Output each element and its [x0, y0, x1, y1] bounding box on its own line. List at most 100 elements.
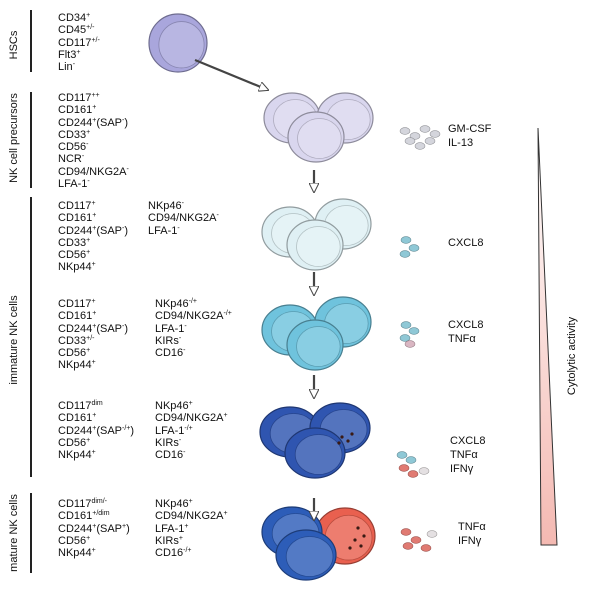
marker-expression: -	[86, 141, 89, 149]
marker-name: (SAP	[96, 116, 123, 129]
marker-name: Flt3	[58, 48, 77, 61]
marker-name: NKp44	[58, 359, 92, 372]
marker-expression: -	[181, 200, 184, 207]
marker-expression: +	[92, 412, 97, 420]
marker-name: (SAP	[96, 322, 123, 335]
marker-expression: +	[91, 449, 96, 457]
marker: CD244+(SAP-)	[58, 225, 128, 237]
cytokine-dot	[424, 137, 436, 145]
marker-expression: +	[86, 347, 91, 355]
marker: CD94/NKG2A-	[58, 166, 129, 178]
marker: KIRs+	[155, 535, 228, 547]
marker-expression: +	[86, 236, 91, 244]
marker: LFA-1-	[58, 178, 129, 190]
immature-3-cell	[284, 427, 346, 479]
marker-expression: +	[223, 510, 228, 518]
marker: CD34+	[58, 12, 100, 24]
marker-expression: +	[91, 547, 96, 555]
marker-expression: +	[91, 298, 96, 305]
marker-name: NCR	[58, 153, 82, 166]
marker: NKp44+	[58, 547, 130, 559]
cytokine: TNFα	[450, 449, 478, 461]
immature-1-cell	[286, 219, 344, 271]
marker-expression: -	[72, 61, 76, 69]
cytokine-dot	[409, 132, 421, 140]
marker-name: (SAP	[96, 224, 123, 237]
precursor-cell	[287, 111, 345, 163]
immature-3-markers-right: NKp46+CD94/NKG2A+LFA-1-/+KIRs-CD16-	[155, 400, 228, 461]
marker: KIRs-	[155, 437, 228, 449]
marker: CD56+	[58, 437, 134, 449]
marker-name: NKp44	[58, 449, 92, 462]
marker-expression: +	[86, 128, 91, 136]
marker-expression: +/-	[86, 24, 95, 32]
marker-expression: +	[92, 322, 97, 330]
immature-1-markers-left: CD117+CD161+CD244+(SAP-)CD33+CD56+NKp44+	[58, 200, 128, 274]
cytokine-dot	[404, 137, 416, 145]
marker-expression: +	[91, 200, 96, 207]
granule	[353, 538, 357, 542]
marker-name: KIRs	[155, 436, 179, 449]
marker: CD161+/dim	[58, 510, 130, 522]
cytokine-dot	[408, 327, 420, 335]
marker-expression: -	[183, 347, 186, 355]
marker-name: CD56	[58, 436, 87, 449]
cytokine-dot	[399, 334, 411, 342]
marker-name: CD33	[58, 334, 87, 347]
marker-expression: +	[92, 104, 97, 112]
marker: CD56+	[58, 535, 130, 547]
marker-expression: -/+	[122, 424, 131, 432]
marker-name: CD34	[58, 12, 87, 24]
marker: CD16-	[155, 449, 228, 461]
marker: CD16-	[155, 347, 232, 359]
granule	[356, 526, 360, 530]
marker: CD117dim	[58, 400, 134, 412]
marker: CD94/NKG2A+	[155, 412, 228, 424]
cytokine-dot	[414, 142, 426, 150]
cytokine-dot	[426, 530, 438, 538]
marker-name: NKp44	[58, 547, 92, 560]
marker-expression: -/+	[184, 424, 193, 432]
marker: CD16-/+	[155, 547, 228, 559]
marker-expression: +	[86, 534, 91, 542]
marker-name: KIRs	[155, 334, 179, 347]
mature-cell	[275, 529, 337, 581]
marker-name: )	[124, 322, 129, 335]
marker-name: CD94/NKG2A	[148, 212, 217, 225]
arrow-hsc-to-precursor	[194, 58, 268, 90]
cytokine-dot	[400, 236, 412, 244]
immature-2-cell	[286, 319, 344, 371]
marker-expression: +	[86, 436, 91, 444]
marker-expression: -/+	[188, 298, 198, 305]
cytokine-dot	[410, 536, 422, 544]
marker: CD161+	[58, 212, 128, 224]
marker-name: CD244	[58, 322, 93, 335]
cytokine-dot	[429, 130, 441, 138]
marker: Lin-	[58, 61, 100, 73]
stage-bracket-immature-nk	[30, 197, 32, 477]
marker-name: LFA-1	[148, 224, 178, 237]
marker-expression: +	[184, 522, 189, 530]
marker-name: LFA-1	[58, 178, 88, 191]
marker-name: CD16	[155, 449, 184, 462]
marker-expression: +	[92, 424, 97, 432]
marker-name: CD16	[155, 347, 184, 360]
marker-name: NKp44	[58, 261, 92, 274]
marker: CD161+	[58, 104, 129, 116]
marker: NKp44+	[58, 261, 128, 273]
marker-name: CD56	[58, 141, 87, 154]
marker: CD161+	[58, 310, 128, 322]
marker: KIRs-	[155, 335, 232, 347]
marker: NCR-	[58, 153, 129, 165]
marker-name: (SAP	[96, 522, 123, 535]
cytokine-dot	[400, 321, 412, 329]
marker-name: CD56	[58, 534, 87, 547]
granule	[359, 544, 363, 548]
marker: NKp46+	[155, 400, 228, 412]
marker-name: CD94/NKG2A	[155, 510, 224, 523]
marker-name: CD161	[58, 510, 93, 523]
marker: CD117dim/-	[58, 498, 130, 510]
cytokine-dot	[419, 125, 431, 133]
